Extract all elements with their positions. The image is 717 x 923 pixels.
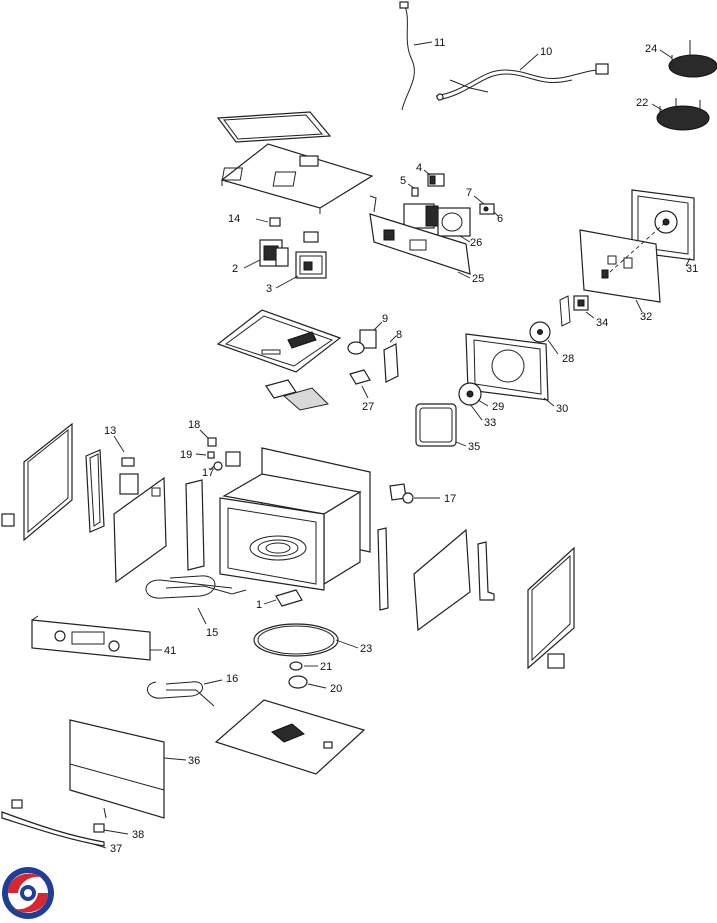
- left-outer-side-panel: [1, 422, 73, 542]
- label-6: 6: [497, 213, 503, 225]
- label-15: 15: [206, 627, 218, 639]
- label-26: 26: [470, 237, 482, 249]
- label-9: 9: [382, 313, 388, 325]
- label-38: 38: [132, 829, 144, 841]
- part-16-heater: 16: [147, 673, 238, 707]
- part-20-roller: 20: [288, 675, 342, 695]
- label-31: 31: [686, 263, 698, 275]
- part-35-gasket: 35: [415, 403, 480, 453]
- part-3-magnetron: 3: [266, 251, 327, 295]
- bottom-plate: [214, 699, 366, 775]
- part-41-control-panel: 41: [31, 615, 176, 661]
- part-8-bracket: 8: [383, 329, 402, 383]
- part-18-fastener: 18: [188, 419, 217, 447]
- label-25: 25: [472, 273, 484, 285]
- right-bracket: [477, 541, 495, 601]
- label-10: 10: [540, 46, 552, 58]
- top-cover-strip: [216, 111, 332, 143]
- part-38-handle-cap: 38: [93, 807, 144, 841]
- part-9-motor: 9: [347, 313, 388, 355]
- right-outer-side-panel: [527, 546, 575, 670]
- label-37: 37: [110, 843, 122, 855]
- label-17-right: 17: [444, 493, 456, 505]
- part-17-fastener-right: 17: [389, 483, 456, 505]
- base-plate: [216, 309, 342, 373]
- fan-motor-assembly: [403, 203, 471, 237]
- label-36: 36: [188, 755, 200, 767]
- label-3: 3: [266, 283, 272, 295]
- label-24: 24: [645, 43, 657, 55]
- part-26-motor: 26: [459, 235, 482, 249]
- sensor-plates: [265, 379, 330, 411]
- part-14-clip: 14: [228, 213, 281, 227]
- part-25-bracket-panel: 25: [369, 195, 484, 285]
- part-24-grill-rack: 24: [645, 40, 717, 78]
- part-4-relay: 4: [416, 162, 445, 187]
- label-23: 23: [360, 643, 372, 655]
- part-29-fan: 29: [458, 382, 504, 413]
- part-22-grill-rack: 22: [636, 97, 710, 131]
- label-29: 29: [492, 401, 504, 413]
- label-35: 35: [468, 441, 480, 453]
- top-cover-plate: [220, 143, 374, 214]
- small-bracket: [303, 231, 319, 243]
- part-28-fan-blade: 28: [529, 321, 574, 365]
- part-34-motor: 34: [559, 295, 608, 329]
- label-27: 27: [362, 401, 374, 413]
- part-23-glass-tray: 23: [253, 623, 372, 657]
- label-32: 32: [640, 311, 652, 323]
- lamp-socket: [225, 451, 241, 467]
- part-30-convection-frame: 30: [465, 333, 568, 415]
- label-14: 14: [228, 213, 240, 225]
- part-11-wire-harness: 11: [399, 1, 445, 111]
- label-7: 7: [466, 187, 472, 199]
- part-19-fastener: 19: [180, 449, 215, 461]
- part-5-fuse: 5: [400, 175, 419, 197]
- part-17-fastener-left: 17: [202, 461, 223, 479]
- label-18: 18: [188, 419, 200, 431]
- label-30: 30: [556, 403, 568, 415]
- label-1: 1: [256, 599, 262, 611]
- label-19: 19: [180, 449, 192, 461]
- left-inner-panel: [113, 476, 167, 584]
- label-2: 2: [232, 263, 238, 275]
- label-8: 8: [396, 329, 402, 341]
- part-10-power-cord: 10: [435, 46, 609, 101]
- label-20: 20: [330, 683, 342, 695]
- label-11: 11: [434, 37, 445, 49]
- part-21-coupler: 21: [289, 661, 332, 673]
- part-36-door: 36: [69, 719, 200, 819]
- label-33: 33: [484, 417, 496, 429]
- right-strip: [377, 527, 389, 611]
- part-37-door-handle: 37: [1, 799, 122, 855]
- label-41: 41: [164, 645, 176, 657]
- part-6-interlock-switch: 6: [479, 203, 503, 225]
- part-33-fan-blade: 33: [469, 403, 496, 429]
- left-bracket: [85, 449, 105, 533]
- label-13: 13: [104, 425, 116, 437]
- brand-swirl-logo: [2, 867, 54, 919]
- oven-cavity: [219, 447, 371, 591]
- label-28: 28: [562, 353, 574, 365]
- part-32-back-panel: 32: [579, 221, 667, 323]
- label-16: 16: [226, 673, 238, 685]
- part-7-switch: 7: [466, 187, 485, 205]
- label-21: 21: [320, 661, 332, 673]
- left-strip: [185, 479, 205, 571]
- label-34: 34: [596, 317, 608, 329]
- label-22: 22: [636, 97, 648, 109]
- right-inner-panel: [413, 528, 471, 632]
- part-2-transformer: 2: [232, 239, 289, 275]
- label-4: 4: [416, 162, 422, 174]
- label-17-left: 17: [202, 467, 214, 479]
- part-13-bracket: 13: [104, 425, 139, 495]
- part-1-waveguide-cover: 1: [256, 589, 303, 611]
- label-5: 5: [400, 175, 406, 187]
- part-27-plate: 27: [349, 369, 374, 413]
- part-15-heater: 15: [145, 575, 247, 639]
